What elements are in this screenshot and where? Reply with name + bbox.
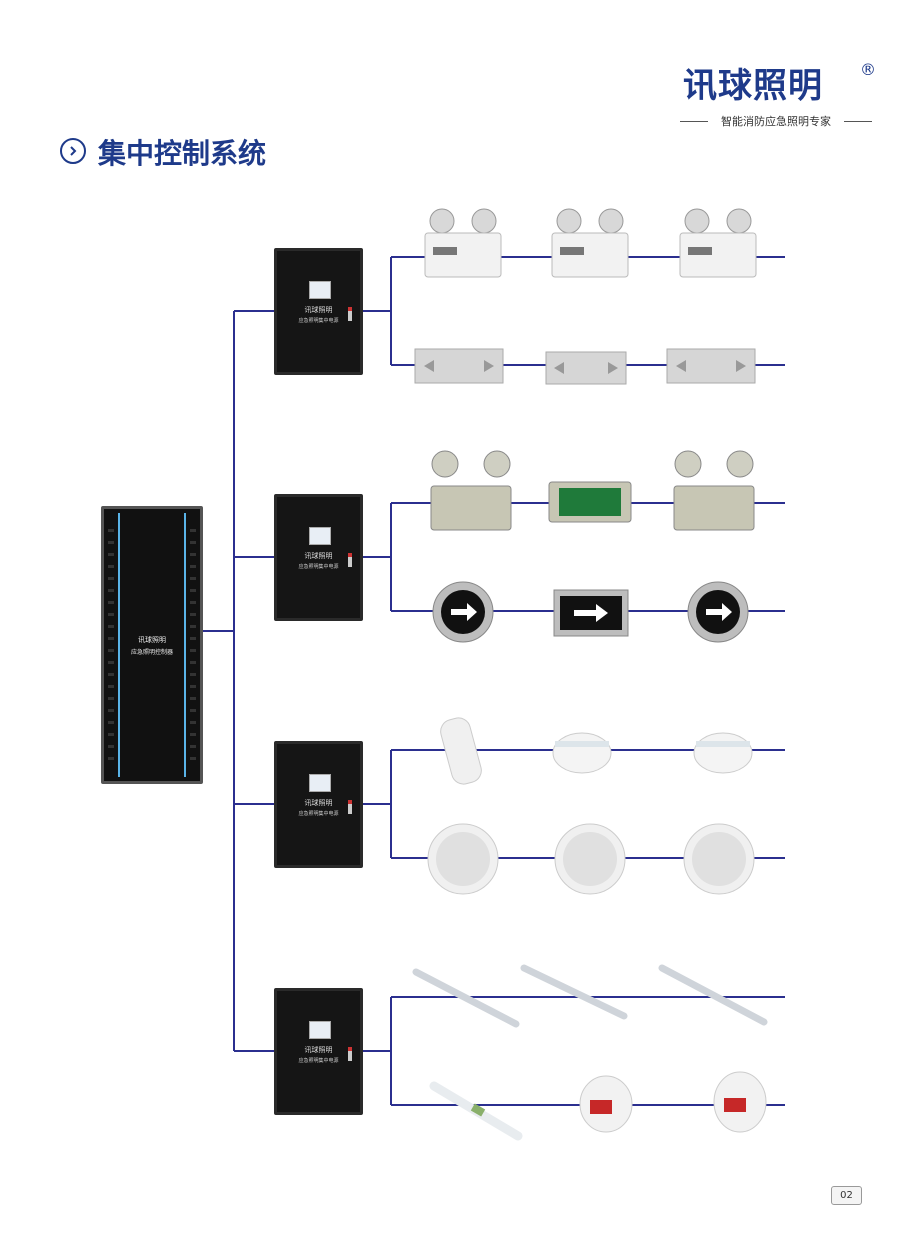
vent-left: [108, 529, 114, 761]
power-unit-3: 讯球照明 应急照明集中电源: [274, 741, 363, 868]
controller-logo: 讯球照明: [138, 636, 166, 644]
unit-indicators: [348, 553, 352, 567]
registered-mark: ®: [860, 60, 876, 79]
twin-spot-emergency-light: [424, 208, 502, 278]
brand-logo: 讯球照明: [683, 66, 823, 106]
unit-label: 应急照明集中电源: [298, 318, 339, 324]
unit-screen: [308, 527, 331, 545]
unit-label: 应急照明集中电源: [298, 1058, 339, 1064]
exit-sign-panel: [666, 348, 756, 384]
power-unit-1: 讯球照明 应急照明集中电源: [274, 248, 363, 375]
section-title: 集中控制系统: [98, 137, 267, 170]
chevron-right-circle-icon: [60, 138, 86, 164]
unit-indicators: [348, 1047, 352, 1061]
page-number: 02: [831, 1186, 862, 1205]
unit-screen: [308, 281, 331, 299]
round-downlight: [554, 823, 626, 895]
power-unit-4: 讯球照明 应急照明集中电源: [274, 988, 363, 1115]
controller-label: 应急照明控制器: [130, 649, 173, 656]
tube-light: [658, 964, 768, 1026]
unit-logo: 讯球照明: [304, 552, 333, 560]
round-downlight: [427, 823, 499, 895]
unit-logo: 讯球照明: [304, 1046, 333, 1054]
emergency-lighting-controller: 讯球照明 应急照明控制器: [101, 506, 203, 784]
explosion-proof-emergency-light: [673, 450, 755, 531]
rect-direction-sign: [553, 589, 629, 637]
dome-emergency-light: [693, 732, 753, 774]
exit-sign-panel: [414, 348, 504, 384]
twin-spot-emergency-light: [551, 208, 629, 278]
unit-screen: [308, 1021, 331, 1039]
unit-label: 应急照明集中电源: [298, 811, 339, 817]
unit-logo: 讯球照明: [304, 306, 333, 314]
unit-screen: [308, 774, 331, 792]
round-direction-sign: [432, 581, 494, 643]
explosion-proof-exit-sign: [548, 481, 632, 523]
twin-spot-emergency-light: [679, 208, 757, 278]
round-downlight: [683, 823, 755, 895]
explosion-proof-emergency-light: [430, 450, 512, 531]
exit-sign-hanging: [545, 351, 627, 385]
wall-emergency-light: [440, 717, 482, 785]
round-direction-sign: [687, 581, 749, 643]
led-tube: [429, 1081, 523, 1141]
brand-tagline: 智能消防应急照明专家: [680, 113, 872, 129]
tube-light: [412, 968, 520, 1028]
power-unit-2: 讯球照明 应急照明集中电源: [274, 494, 363, 621]
smoke-detector: [713, 1071, 767, 1133]
unit-label: 应急照明集中电源: [298, 564, 339, 570]
unit-indicators: [348, 307, 352, 321]
tube-light: [520, 964, 628, 1020]
vent-right: [190, 529, 196, 761]
unit-indicators: [348, 800, 352, 814]
dome-emergency-light: [552, 732, 612, 774]
unit-logo: 讯球照明: [304, 799, 333, 807]
smoke-detector: [579, 1075, 633, 1133]
